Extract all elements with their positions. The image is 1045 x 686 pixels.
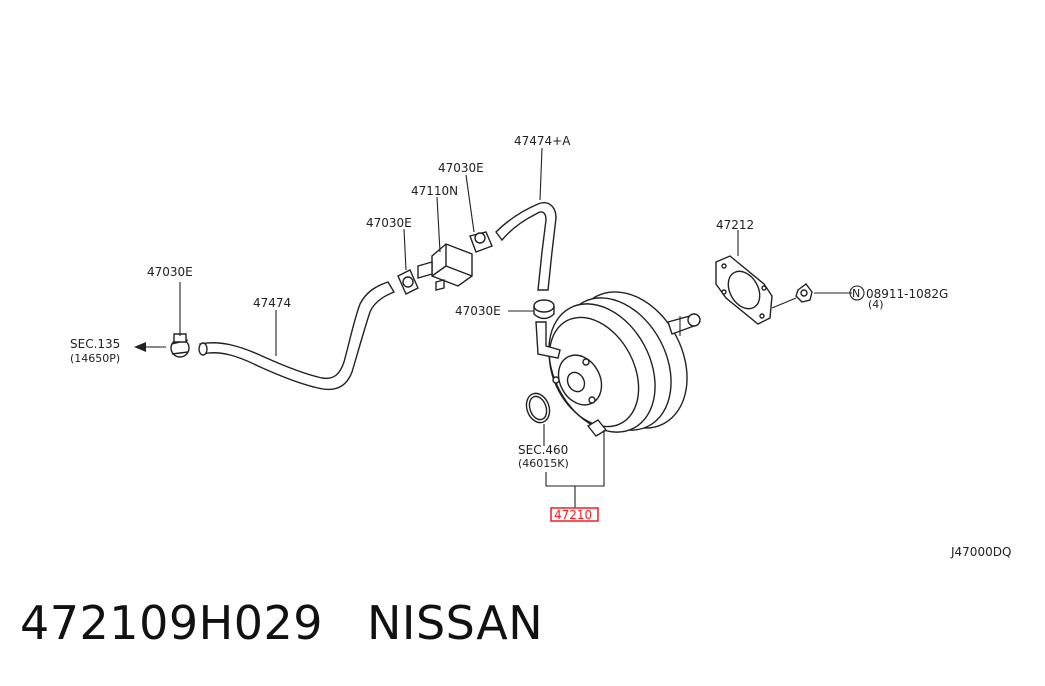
label-sec135-ref: (14650P) <box>70 352 120 365</box>
clamp-booster <box>533 299 555 320</box>
upper-hose-47474a <box>495 202 557 291</box>
label-sec460: SEC.460 <box>518 443 568 457</box>
part-number: 472109H029 <box>20 596 323 650</box>
label-47474: 47474 <box>253 296 291 310</box>
nut-callout: N 08911-1082G (4) <box>849 285 948 311</box>
clamp-left <box>170 333 190 358</box>
clamp-top <box>469 231 493 253</box>
booster-highlight-box <box>550 507 599 522</box>
label-nut-qty: (4) <box>868 298 884 311</box>
label-47210: 47210 <box>554 508 592 522</box>
label-47474a: 47474+A <box>514 134 571 148</box>
label-nut-part: 08911-1082G <box>866 287 948 301</box>
main-hose-47474 <box>198 281 396 391</box>
label-47030e-top: 47030E <box>438 161 484 175</box>
label-47030e-booster: 47030E <box>455 304 501 318</box>
gasket-47212 <box>715 255 773 325</box>
brake-booster-47210 <box>535 291 701 437</box>
label-sec460-ref: (46015K) <box>518 457 569 470</box>
label-47212: 47212 <box>716 218 754 232</box>
leader-lines <box>179 147 852 508</box>
nut-symbol: N <box>852 287 860 300</box>
diagram-code: J47000DQ <box>950 545 1011 559</box>
label-47110n: 47110N <box>411 184 458 198</box>
label-47030e-left: 47030E <box>147 265 193 279</box>
nut-08911 <box>795 283 813 303</box>
brand-name: NISSAN <box>367 596 544 650</box>
label-sec135: SEC.135 <box>70 337 120 351</box>
sec135-arrow <box>134 342 166 352</box>
clamp-mid <box>397 269 419 295</box>
check-valve-47110n <box>417 243 473 291</box>
label-47030e-mid: 47030E <box>366 216 412 230</box>
product-caption: 472109H029 NISSAN <box>20 596 543 650</box>
o-ring-sec460 <box>525 392 551 424</box>
